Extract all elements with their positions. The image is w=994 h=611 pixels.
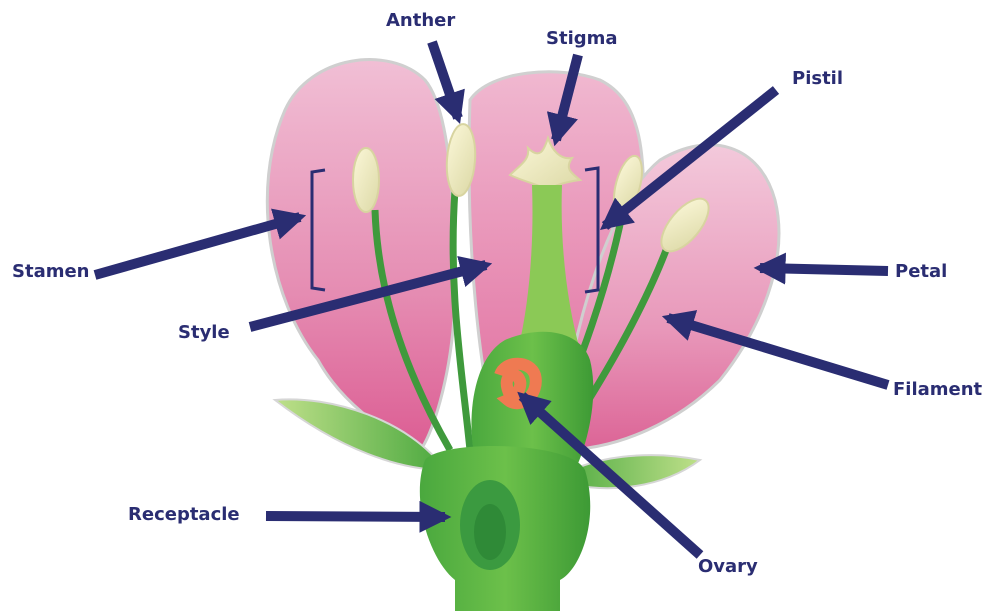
label-ovary: Ovary [698,558,758,576]
label-style: Style [178,324,230,342]
label-petal: Petal [895,263,947,281]
label-stamen: Stamen [12,263,90,281]
label-filament: Filament [893,381,982,399]
label-anther: Anther [386,12,455,30]
label-stigma: Stigma [546,30,618,48]
label-receptacle: Receptacle [128,506,240,524]
label-pistil: Pistil [792,70,843,88]
petal-left [267,60,455,450]
